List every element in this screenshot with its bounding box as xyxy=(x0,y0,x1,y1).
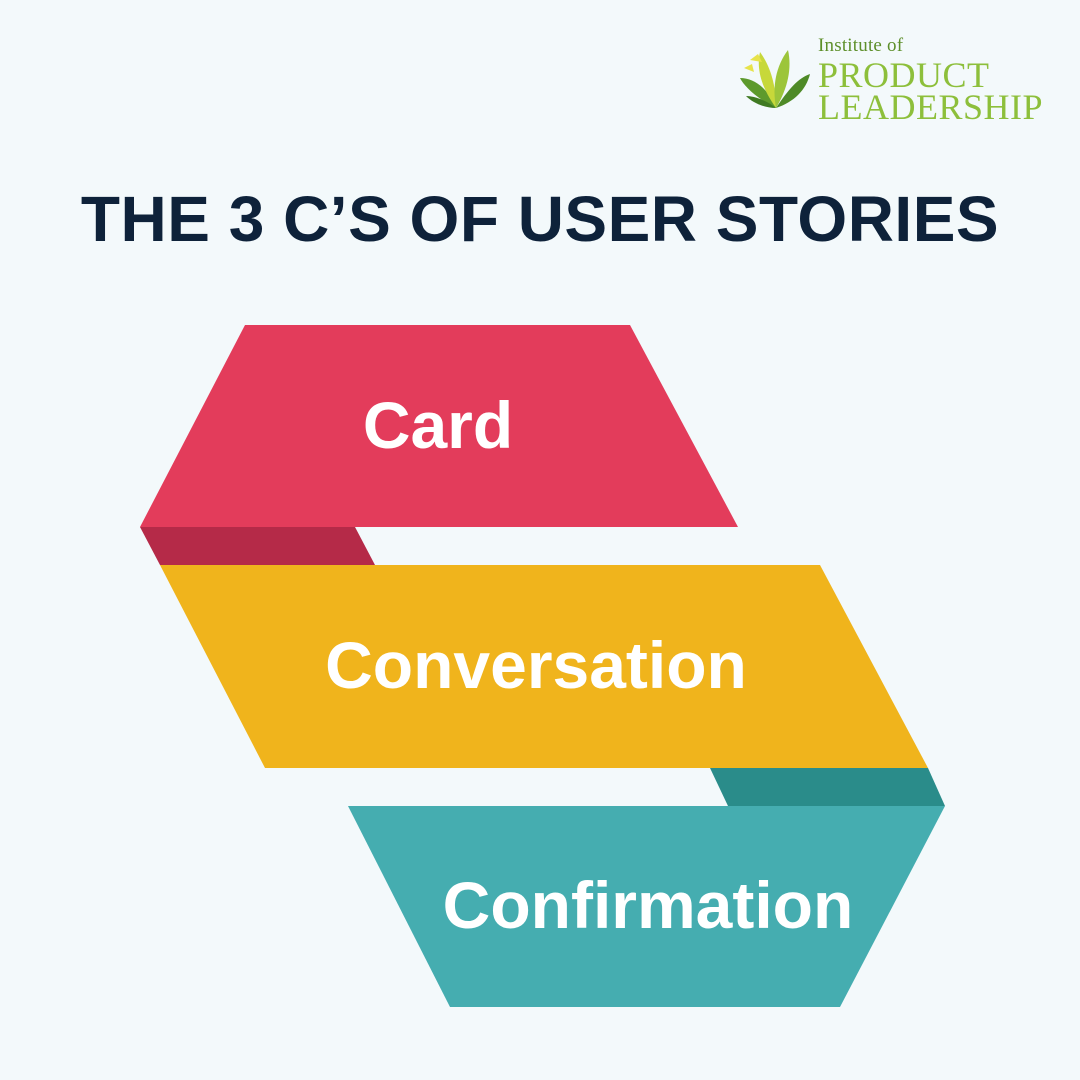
card-label: Card xyxy=(363,388,513,462)
conversation-ribbon xyxy=(160,565,928,768)
institute-logo: Institute of PRODUCT LEADERSHIP xyxy=(736,34,1046,130)
logo-line-leadership: LEADERSHIP xyxy=(818,87,1044,127)
logo-text: Institute of PRODUCT LEADERSHIP xyxy=(818,36,1043,125)
logo-line-institute: Institute of xyxy=(818,35,904,56)
confirmation-label: Confirmation xyxy=(443,868,854,942)
card-ribbon xyxy=(140,325,738,527)
page-title: THE 3 C’S OF USER STORIES xyxy=(80,183,1000,255)
conversation-label: Conversation xyxy=(325,628,747,702)
confirmation-fold-shade xyxy=(710,768,945,806)
logo-line-product: PRODUCT xyxy=(818,55,990,95)
leaf-lotus-icon xyxy=(740,50,810,108)
card-fold-shade xyxy=(140,527,375,565)
confirmation-ribbon xyxy=(348,806,945,1007)
